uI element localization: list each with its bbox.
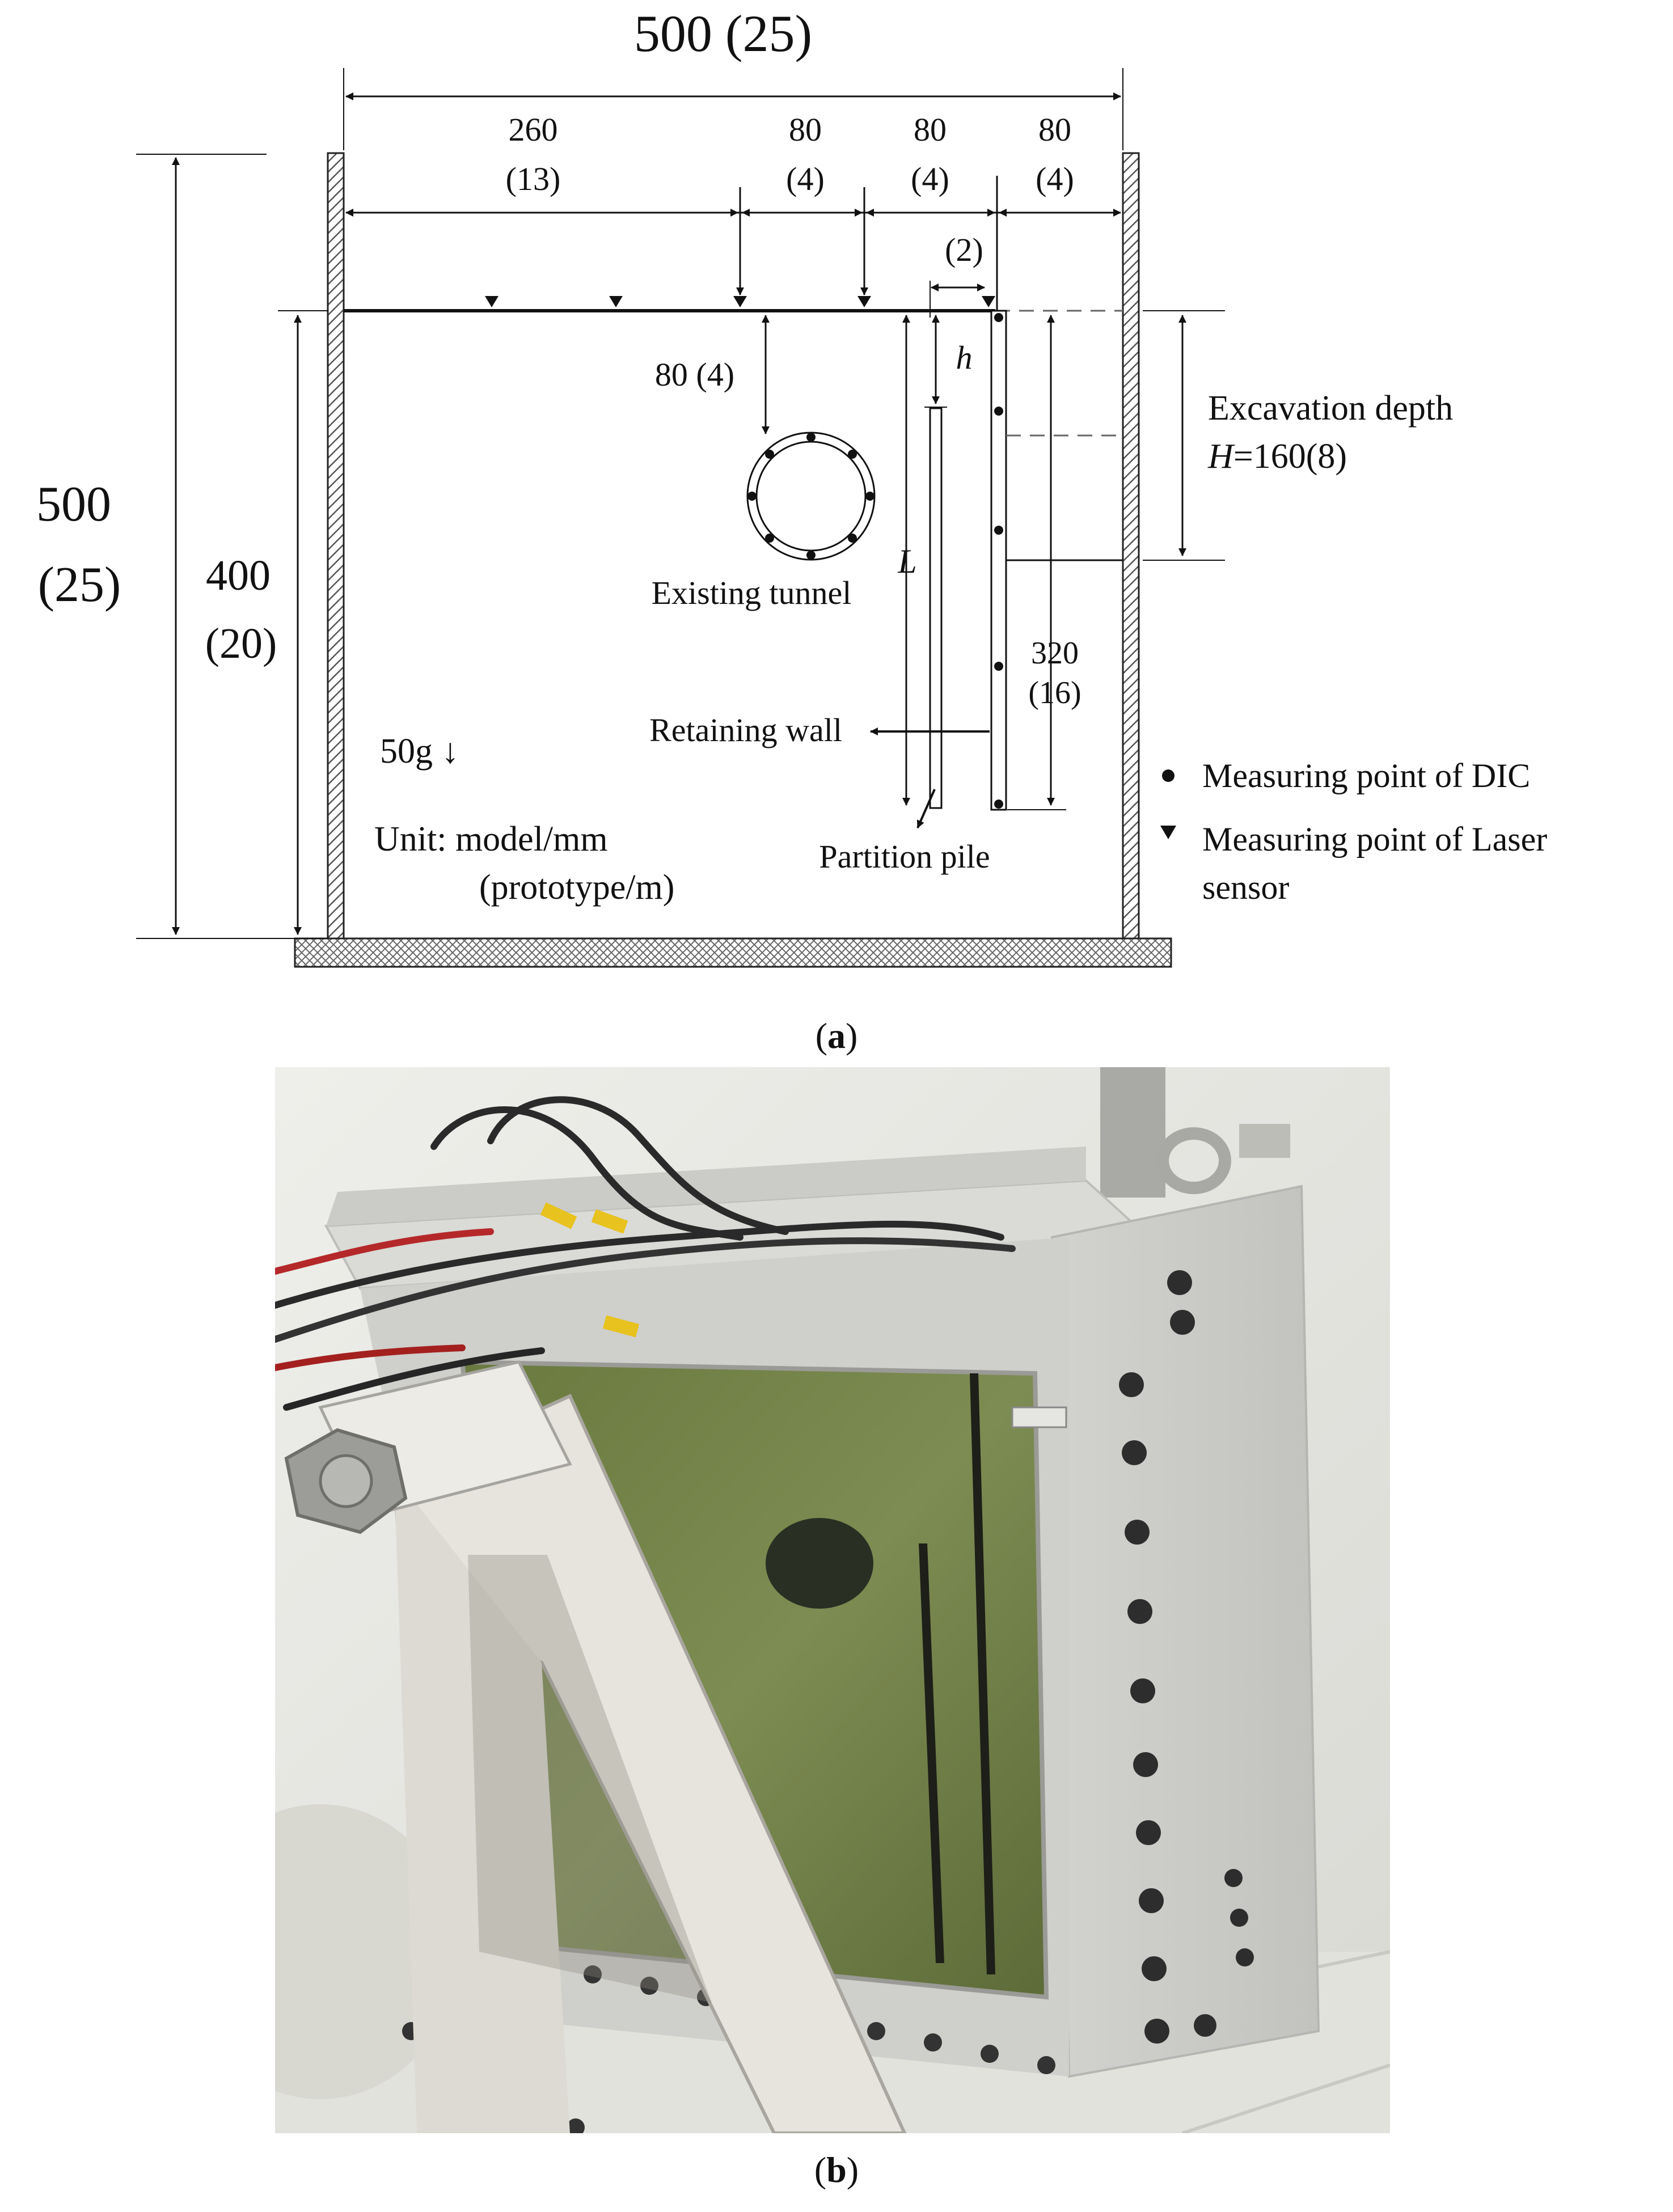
legend-laser-label-1: Measuring point of Laser	[1202, 820, 1547, 858]
right-wall	[1122, 152, 1140, 940]
dic-points-wall	[994, 313, 1003, 809]
seg-4b-label: (4)	[911, 160, 949, 197]
tunnel-depth-label: 80 (4)	[655, 356, 734, 393]
caption-a: (a)	[815, 1016, 858, 1056]
legend-dic-icon	[1162, 769, 1175, 782]
existing-tunnel-label: Existing tunnel	[652, 574, 852, 611]
model-schematic: 500 (25) 260 (13) 80 (4) 80 (4) 80 (4) (…	[36, 5, 1547, 968]
wall-length-label-1: 320	[1031, 636, 1079, 671]
soil-height-label-2: (20)	[205, 620, 277, 667]
excavation-label-2: H=160(8)	[1207, 437, 1347, 476]
legend-laser-icon	[1160, 826, 1176, 839]
seg-4c-label: (4)	[1036, 160, 1074, 197]
left-height-label-2: (25)	[38, 557, 121, 612]
unit-label-2: (prototype/m)	[479, 868, 674, 907]
L-label: L	[897, 543, 916, 580]
seg-13-label: (13)	[506, 160, 561, 197]
existing-tunnel	[746, 432, 876, 561]
seg-80b-label: 80	[914, 111, 947, 148]
excavation-label-1: Excavation depth	[1208, 389, 1453, 428]
soil-height-label-1: 400	[206, 552, 271, 599]
top-width-label: 500 (25)	[634, 5, 812, 62]
retaining-wall-label: Retaining wall	[649, 712, 842, 748]
h-label: h	[956, 339, 973, 376]
unit-label-1: Unit: model/mm	[374, 820, 608, 858]
partition-pile-label: Partition pile	[819, 838, 990, 875]
partition-pile-leader	[916, 789, 936, 828]
legend-laser-label-2: sensor	[1202, 869, 1289, 906]
seg-80c-label: 80	[1038, 111, 1071, 148]
legend-dic-label: Measuring point of DIC	[1202, 757, 1530, 794]
gravity-label: 50g ↓	[380, 732, 459, 771]
wall-length-label-2: (16)	[1028, 675, 1081, 710]
retaining-wall	[990, 310, 1007, 811]
seg-4a-label: (4)	[786, 160, 825, 197]
caption-b: (b)	[814, 2150, 859, 2190]
seg-2-label: (2)	[945, 231, 983, 268]
seg-260-label: 260	[509, 111, 558, 148]
left-height-label-1: 500	[36, 477, 111, 532]
segment-ticks	[736, 176, 998, 318]
test-box-photo	[275, 1067, 1390, 2133]
seg-80a-label: 80	[789, 111, 822, 148]
partition-pile	[929, 407, 943, 809]
left-wall	[327, 152, 345, 940]
laser-markers	[485, 296, 995, 307]
base-plate	[294, 937, 1172, 968]
